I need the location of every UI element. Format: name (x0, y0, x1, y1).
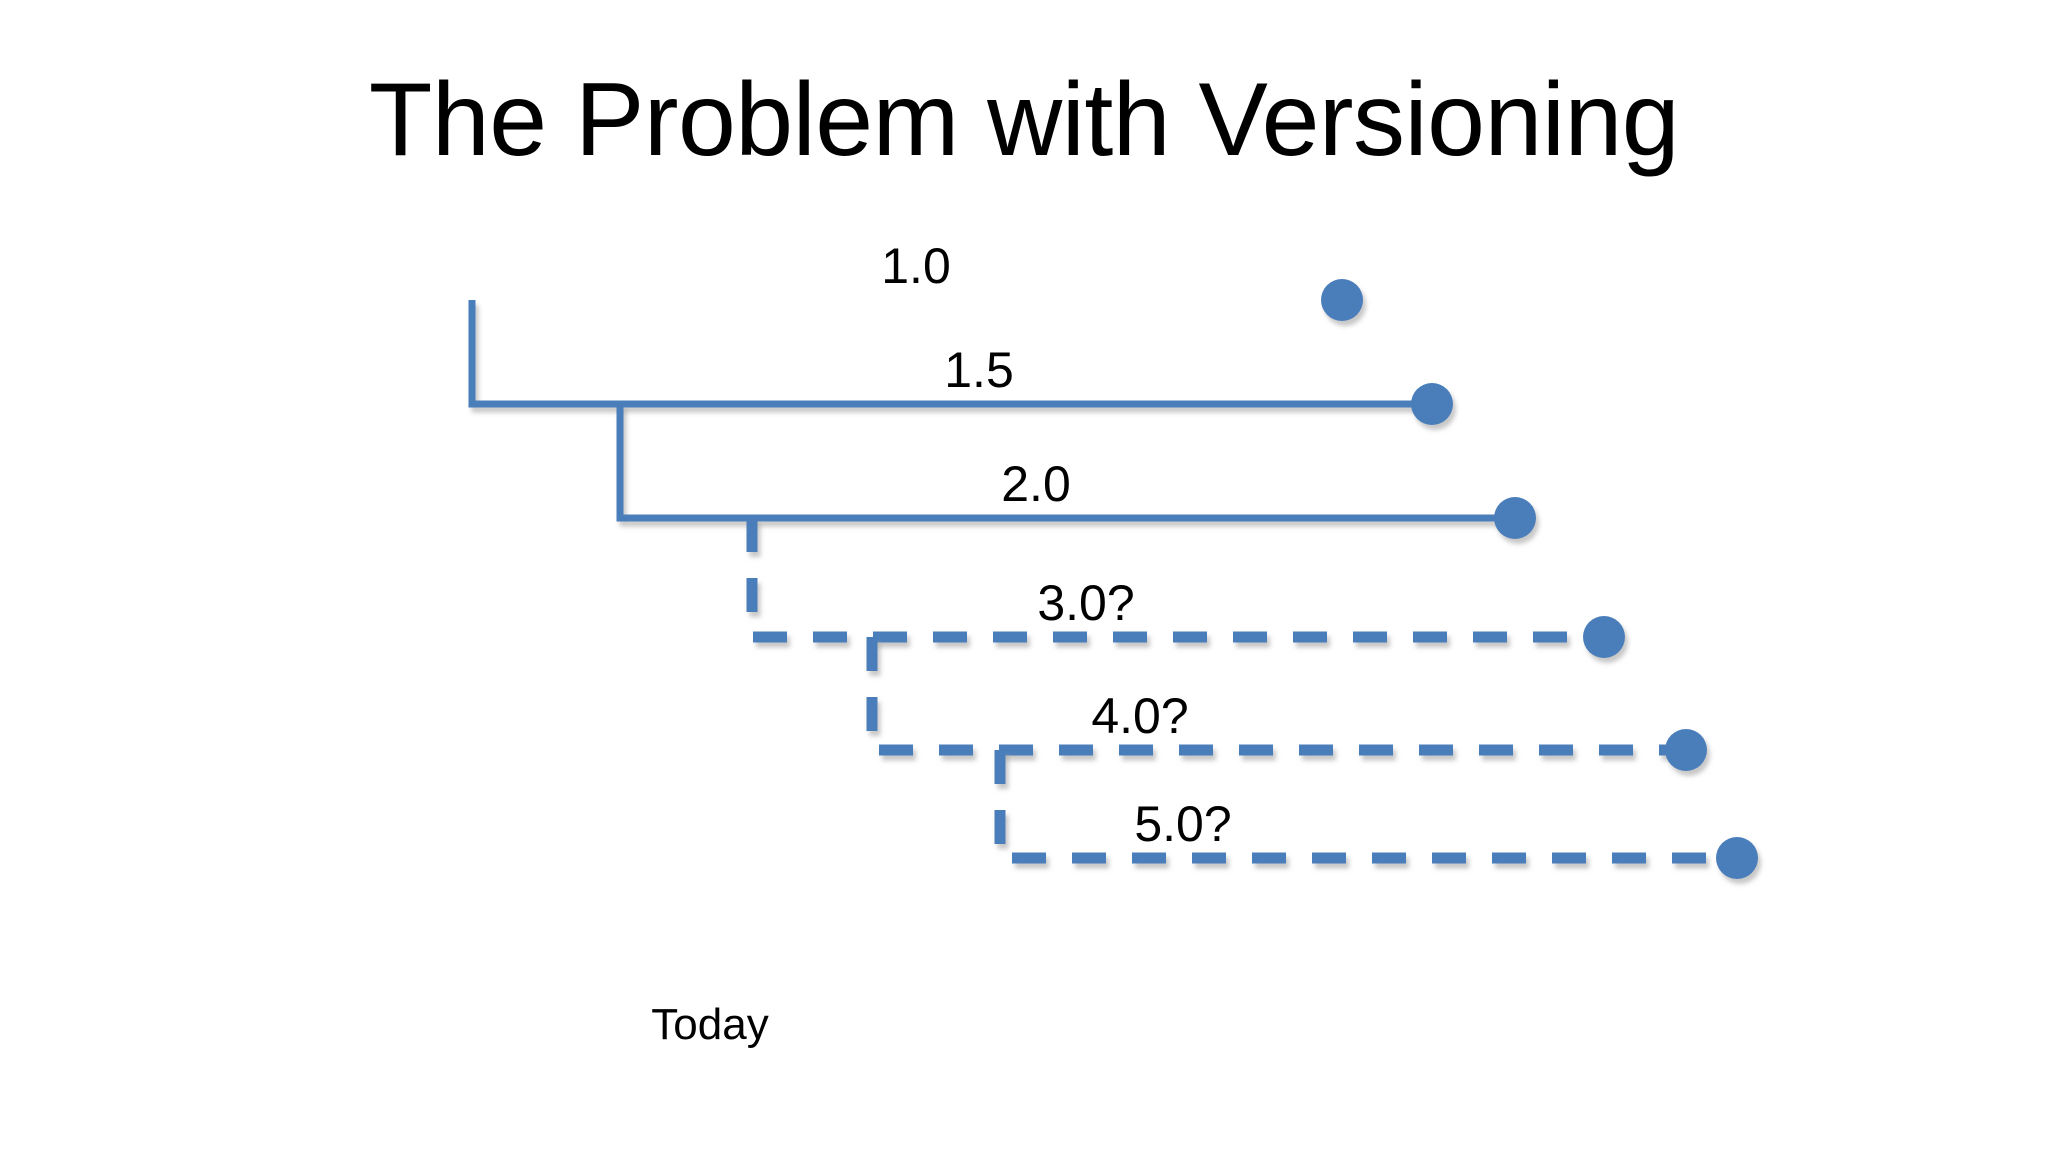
branch-line-30 (746, 518, 1604, 643)
branch-label-20: 2.0 (1001, 456, 1071, 512)
branch-line-40 (866, 637, 1686, 756)
branch-line-20 (616, 404, 1515, 522)
endpoint-dot-50 (1716, 837, 1758, 879)
endpoint-dot-10 (1321, 279, 1363, 321)
endpoint-dot-15 (1411, 383, 1453, 425)
branch-label-30: 3.0? (1037, 575, 1135, 631)
endpoint-dot-20 (1494, 497, 1536, 539)
endpoint-dot-40 (1665, 729, 1707, 771)
branch-line-layer (168, 296, 1737, 864)
branch-label-10: 1.0 (881, 238, 951, 294)
branch-label-50: 5.0? (1134, 796, 1232, 852)
branch-line-15 (468, 300, 1432, 408)
today-label: Today (651, 1000, 769, 1049)
endpoint-dot-30 (1583, 616, 1625, 658)
page-title: The Problem with Versioning (368, 62, 1680, 178)
endpoint-dot-layer (1321, 279, 1758, 879)
branch-line-50 (994, 750, 1737, 864)
branch-label-15: 1.5 (944, 342, 1014, 398)
branch-label-40: 4.0? (1091, 688, 1189, 744)
